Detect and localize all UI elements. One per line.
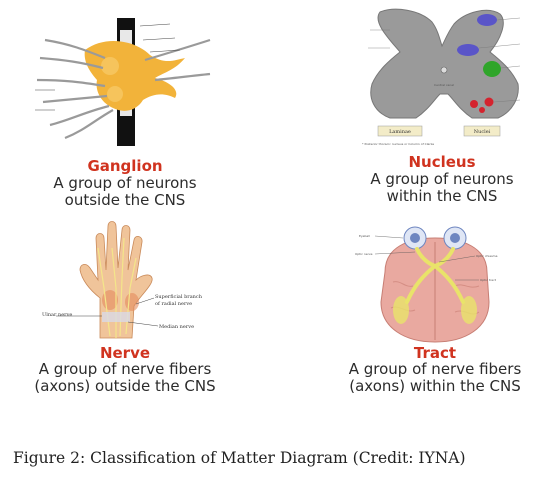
nucleus-desc-line2: within the CNS xyxy=(386,187,498,205)
nerve-desc-line2: (axons) outside the CNS xyxy=(34,377,216,395)
ganglion-desc-line1: A group of neurons xyxy=(53,174,197,192)
optic-nerve-label: Optic nerve xyxy=(355,252,373,256)
nerve-desc-line1: A group of nerve fibers xyxy=(38,360,212,378)
eyeball-label: Eyeball xyxy=(359,234,370,238)
laminae-label: Laminae xyxy=(389,129,411,135)
hand-nerve-illustration: Superficial branch of radial nerve Ulnar… xyxy=(42,221,203,339)
ganglion-term: Ganglion xyxy=(87,157,163,175)
clarke-footnote: * Posterior thoracic nucleus or Column o… xyxy=(362,142,434,146)
ganglion-illustration xyxy=(35,18,211,146)
median-nerve-label: Median nerve xyxy=(159,324,194,330)
superficial-branch-label: Superficial branch xyxy=(155,294,203,300)
figure-caption: Figure 2: Classification of Matter Diagr… xyxy=(13,449,466,467)
optic-tract-label: Optic tract xyxy=(480,278,497,282)
optic-chiasma-label: Optic chiasma xyxy=(476,254,498,258)
nerve-term: Nerve xyxy=(99,344,151,362)
central-canal-label: Central canal xyxy=(434,83,454,87)
brain-optic-tract-illustration: Eyeball Optic nerve Optic chiasma Optic … xyxy=(355,226,498,343)
radial-nerve-label: of radial nerve xyxy=(155,301,192,307)
spinal-cord-cross-section: Laminae Nuclei Central canal * Posterior… xyxy=(350,0,540,150)
tract-term: Tract xyxy=(413,344,457,362)
nucleus-term: Nucleus xyxy=(408,153,476,171)
ulnar-nerve-label: Ulnar nerve xyxy=(42,312,72,318)
tract-desc-line2: (axons) within the CNS xyxy=(349,377,521,395)
ganglion-desc-line2: outside the CNS xyxy=(64,191,186,209)
nuclei-label: Nuclei xyxy=(474,129,491,135)
tract-desc-line1: A group of nerve fibers xyxy=(348,360,522,378)
nucleus-desc-line1: A group of neurons xyxy=(370,170,514,188)
